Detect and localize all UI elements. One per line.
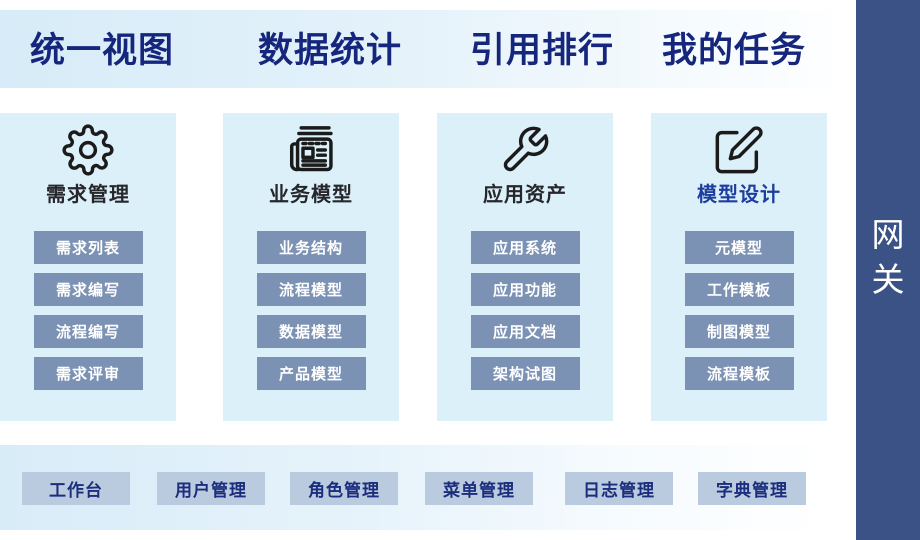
module-item-button[interactable]: 应用系统 <box>470 231 580 264</box>
footer-button-workbench[interactable]: 工作台 <box>22 472 130 505</box>
module-item-button[interactable]: 需求列表 <box>33 231 143 264</box>
module-item-button[interactable]: 元模型 <box>684 231 794 264</box>
newspaper-icon <box>223 122 399 178</box>
footer-button-menu-management[interactable]: 菜单管理 <box>425 472 533 505</box>
module-card-model-design: 模型设计 元模型 工作模板 制图模型 流程模板 <box>651 113 827 421</box>
tab-data-statistics[interactable]: 数据统计 <box>258 30 403 70</box>
footer-button-log-management[interactable]: 日志管理 <box>565 472 673 505</box>
edit-icon <box>651 122 827 178</box>
module-item-button[interactable]: 流程模板 <box>684 357 794 390</box>
module-item-button[interactable]: 应用功能 <box>470 273 580 306</box>
header-tabs-bar: 统一视图 数据统计 引用排行 我的任务 <box>0 10 831 88</box>
module-item-button[interactable]: 应用文档 <box>470 315 580 348</box>
module-item-button[interactable]: 产品模型 <box>256 357 366 390</box>
module-item-button[interactable]: 需求评审 <box>33 357 143 390</box>
card-title: 应用资产 <box>483 184 567 206</box>
footer-button-role-management[interactable]: 角色管理 <box>290 472 398 505</box>
module-card-business-model: 业务模型 业务结构 流程模型 数据模型 产品模型 <box>223 113 399 421</box>
gear-icon <box>0 122 176 178</box>
module-item-button[interactable]: 需求编写 <box>33 273 143 306</box>
card-title: 需求管理 <box>46 184 130 206</box>
module-card-requirement-management: 需求管理 需求列表 需求编写 流程编写 需求评审 <box>0 113 176 421</box>
tab-unified-view[interactable]: 统一视图 <box>30 30 175 70</box>
gateway-char: 关 <box>871 261 905 298</box>
module-item-button[interactable]: 架构试图 <box>470 357 580 390</box>
card-title: 模型设计 <box>697 184 781 206</box>
footer-button-dict-management[interactable]: 字典管理 <box>698 472 806 505</box>
module-card-application-assets: 应用资产 应用系统 应用功能 应用文档 架构试图 <box>437 113 613 421</box>
module-item-button[interactable]: 制图模型 <box>684 315 794 348</box>
module-item-button[interactable]: 流程编写 <box>33 315 143 348</box>
card-title: 业务模型 <box>269 184 353 206</box>
wrench-icon <box>437 122 613 178</box>
tab-my-tasks[interactable]: 我的任务 <box>662 30 807 70</box>
gateway-char: 网 <box>871 216 905 253</box>
module-item-button[interactable]: 流程模型 <box>256 273 366 306</box>
tab-citation-ranking[interactable]: 引用排行 <box>470 30 615 70</box>
module-item-button[interactable]: 业务结构 <box>256 231 366 264</box>
footer-admin-bar: 工作台 用户管理 角色管理 菜单管理 日志管理 字典管理 <box>0 445 828 530</box>
module-item-button[interactable]: 工作模板 <box>684 273 794 306</box>
gateway-sidebar: 网 关 <box>856 0 920 540</box>
module-item-button[interactable]: 数据模型 <box>256 315 366 348</box>
footer-button-user-management[interactable]: 用户管理 <box>157 472 265 505</box>
gateway-label: 网 关 <box>856 212 920 302</box>
